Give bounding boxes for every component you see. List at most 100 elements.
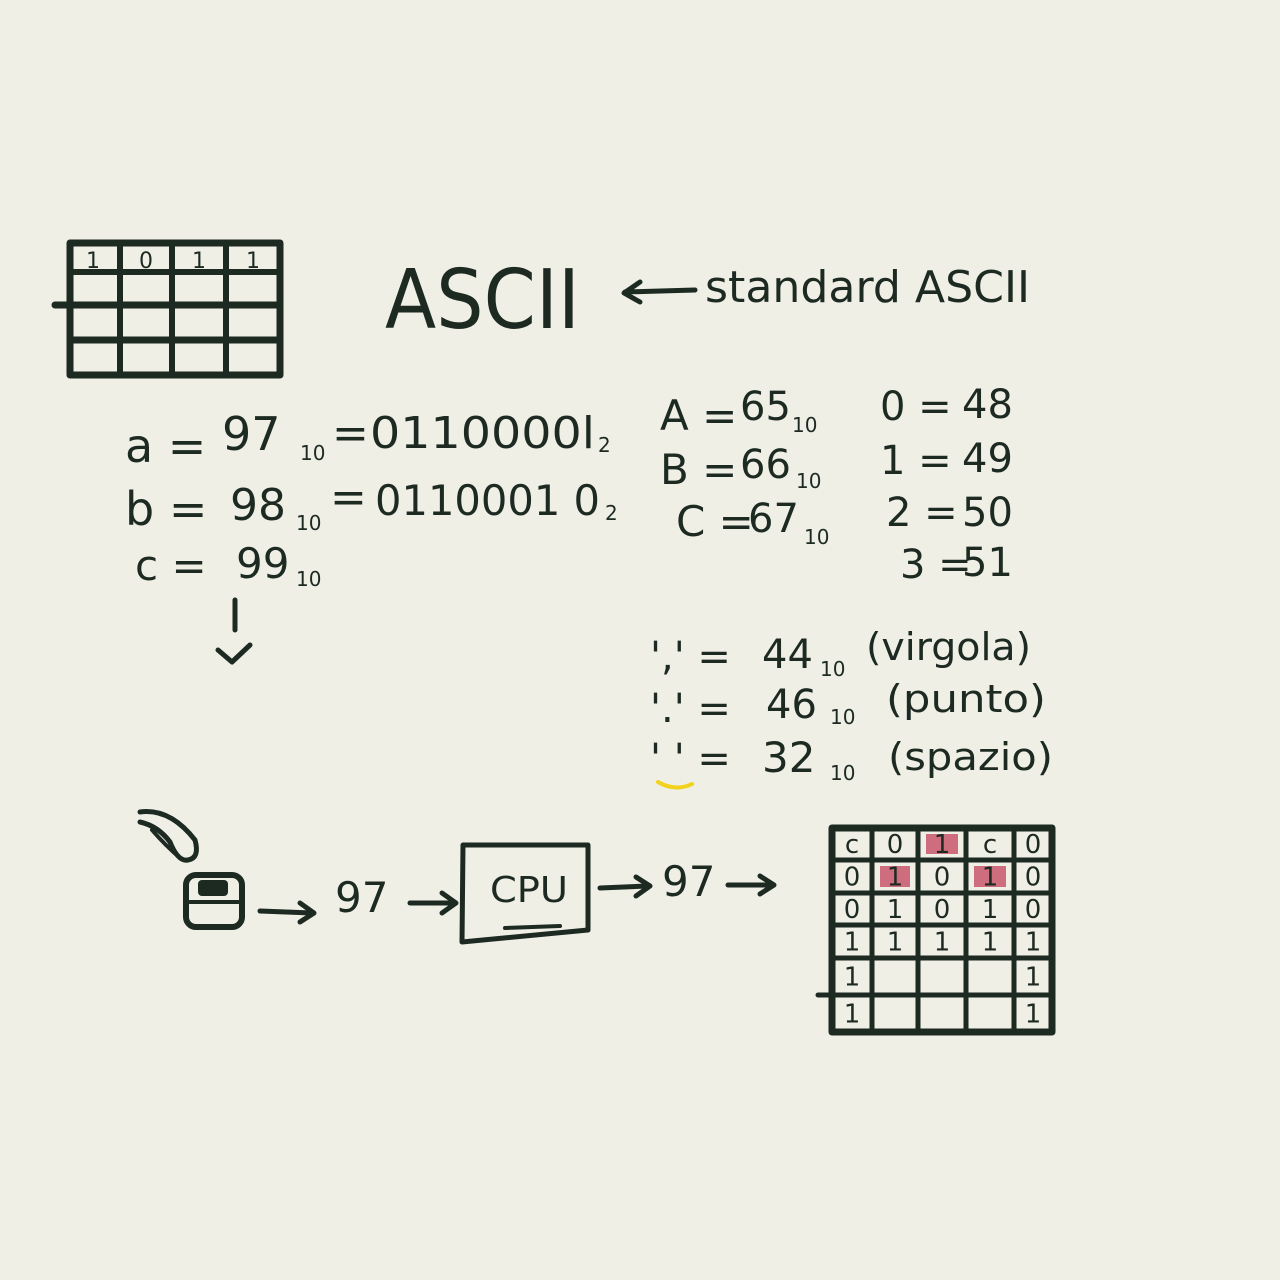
- screen-grid-cell: 1: [1025, 928, 1042, 958]
- code-value-space: 32: [762, 733, 815, 782]
- digit-codes: 0 = 48 1 = 49 2 = 50 3 = 51: [880, 382, 1013, 588]
- page-title: ASCII: [385, 253, 580, 348]
- subscript-10: 10: [300, 441, 325, 465]
- output-value: 97: [662, 857, 715, 906]
- highlighted-pixel: [926, 834, 958, 854]
- binary-value-a: 0110000l: [370, 408, 595, 459]
- code-lhs-B: B =: [660, 445, 737, 494]
- screen-grid-cell: 1: [1025, 963, 1042, 993]
- code-lhs-C: C =: [676, 497, 754, 546]
- keyboard-key-icon: [183, 872, 245, 930]
- screen-grid-cell: 0: [934, 863, 951, 893]
- input-value: 97: [335, 873, 388, 922]
- code-value-B: 66: [740, 442, 791, 488]
- screen-grid-cell: 0: [934, 895, 951, 925]
- subscript-10: 10: [830, 705, 855, 729]
- binary-value-b: 0110001 0: [375, 476, 600, 525]
- code-value-comma: 44: [762, 632, 813, 678]
- subscript-10: 10: [820, 657, 845, 681]
- subscript-10: 10: [796, 469, 821, 493]
- note-punto: (punto): [886, 677, 1046, 721]
- code-value-A: 65: [740, 384, 791, 430]
- screen-grid-cell: c: [845, 830, 859, 860]
- screen-grid-cell: 1: [844, 1000, 861, 1030]
- punctuation-codes: ',' = 44 10 (virgola) '.' = 46 10 (punto…: [650, 625, 1053, 790]
- screen-grid-cell: 0: [1025, 863, 1042, 893]
- right-arrow-icon: [597, 874, 653, 899]
- code-lhs-A: A =: [660, 391, 737, 440]
- code-lhs-period: '.' =: [650, 686, 731, 732]
- right-arrow-icon: [407, 890, 459, 916]
- code-value-1: 49: [962, 436, 1013, 482]
- code-lhs-a: a =: [125, 419, 206, 473]
- equals-sign: =: [330, 472, 367, 523]
- cpu-label: CPU: [490, 870, 568, 911]
- screen-grid-cell: 1: [844, 963, 861, 993]
- screen-grid-cell: 0: [1025, 830, 1042, 860]
- code-lhs-space: ' ' =: [650, 736, 731, 782]
- screen-grid-cell: 0: [887, 830, 904, 860]
- screen-grid-cell: 1: [887, 928, 904, 958]
- subscript-10: 10: [296, 511, 321, 535]
- screen-grid-frame: [828, 824, 1056, 1036]
- screen-grid-cell: 1: [1025, 1000, 1042, 1030]
- screen-grid-cell: 1: [887, 863, 904, 893]
- screen-grid-cell: 0: [844, 895, 861, 925]
- equals-sign: =: [332, 408, 369, 459]
- screen-grid-cell: 1: [982, 895, 999, 925]
- code-value-0: 48: [962, 382, 1013, 428]
- code-lhs-comma: ',' =: [650, 634, 731, 680]
- highlighted-pixel: [880, 866, 910, 887]
- screen-grid-cell: 0: [1025, 895, 1042, 925]
- code-value-2: 50: [962, 490, 1013, 536]
- subscript-2: 2: [605, 501, 618, 525]
- code-value-b: 98: [230, 480, 286, 531]
- right-arrow-icon: [725, 873, 777, 897]
- finger-icon: [137, 809, 199, 863]
- highlighted-pixel: [974, 866, 1006, 887]
- code-lhs-2: 2 =: [886, 490, 958, 536]
- code-value-C: 67: [748, 496, 799, 542]
- small-grid-bit: 1: [246, 249, 260, 274]
- screen-grid-cell: 1: [934, 928, 951, 958]
- left-arrow-icon: [621, 279, 698, 305]
- code-lhs-0: 0 =: [880, 384, 952, 430]
- small-binary-grid: 1 0 1 1: [51, 239, 284, 379]
- uppercase-codes: A = 65 10 B = 66 10 C = 67 10: [660, 384, 829, 549]
- flow-diagram: 97 CPU 97: [137, 809, 777, 945]
- code-value-a: 97: [222, 407, 281, 461]
- small-grid-bit: 1: [192, 249, 206, 274]
- down-arrow-icon: [215, 597, 253, 665]
- code-lhs-3: 3 =: [900, 542, 972, 588]
- code-lhs-b: b =: [125, 482, 207, 536]
- note-spazio: (spazio): [888, 735, 1053, 779]
- screen-grid-cell: 1: [844, 928, 861, 958]
- code-lhs-c: c =: [135, 541, 207, 590]
- code-value-3: 51: [962, 540, 1013, 586]
- cpu-box: [459, 842, 591, 945]
- cpu-underline: [503, 924, 562, 930]
- code-value-c: 99: [236, 539, 289, 588]
- code-value-period: 46: [766, 682, 817, 728]
- small-grid-bit: 1: [86, 249, 100, 274]
- note-virgola: (virgola): [866, 625, 1031, 669]
- space-underline-mark: [656, 780, 694, 790]
- screen-grid-cell: c: [983, 830, 997, 860]
- right-arrow-icon: [257, 900, 317, 925]
- screen-grid-cell: 1: [982, 928, 999, 958]
- code-lhs-1: 1 =: [880, 438, 952, 484]
- subscript-2: 2: [598, 433, 611, 457]
- screen-grid-cell: 1: [982, 863, 999, 893]
- subscript-10: 10: [296, 567, 321, 591]
- small-grid-bit: 0: [139, 249, 153, 274]
- screen-grid-cell: 1: [934, 830, 951, 860]
- lowercase-codes: a = 97 10 = 0110000l 2 b = 98 10 = 01100…: [125, 407, 618, 665]
- subscript-10: 10: [792, 413, 817, 437]
- subscript-10: 10: [830, 761, 855, 785]
- screen-grid-cell: 1: [887, 895, 904, 925]
- subscript-10: 10: [804, 525, 829, 549]
- screen-grid-cell: 0: [844, 863, 861, 893]
- title-note: standard ASCII: [705, 262, 1030, 313]
